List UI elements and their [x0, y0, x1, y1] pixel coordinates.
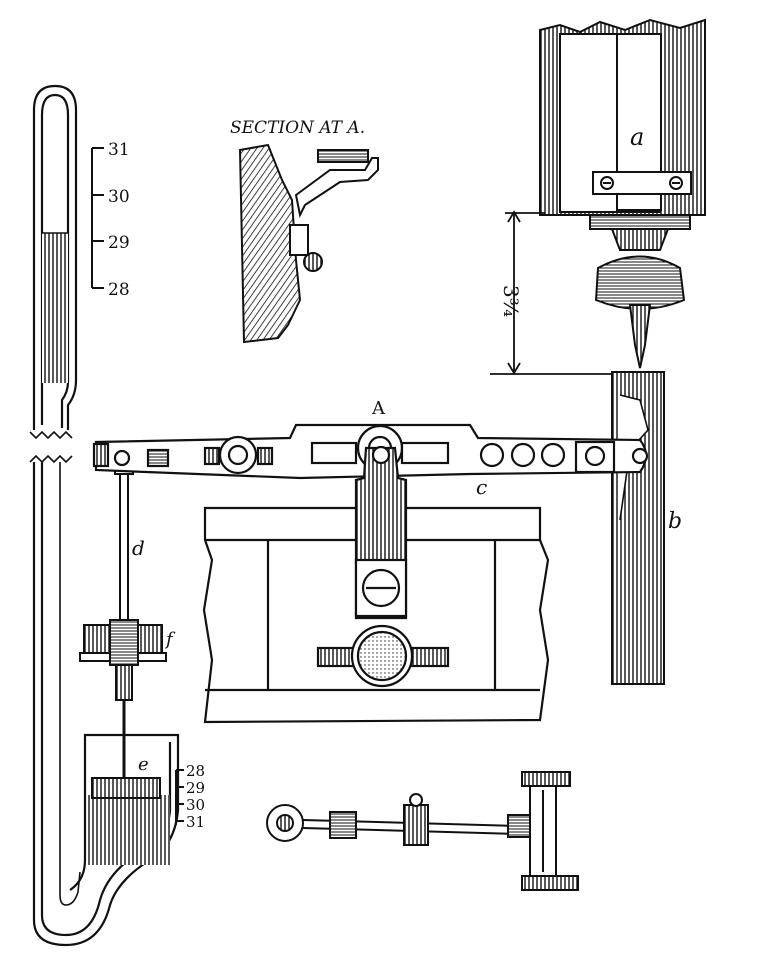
upper-scale: [91, 147, 104, 289]
casing-a: [539, 18, 706, 216]
central-column: [354, 445, 408, 620]
section-at-a: [238, 143, 379, 344]
plumb-bob: [589, 214, 691, 369]
lower-scale-30: 30: [186, 796, 205, 814]
label-b: b: [668, 509, 682, 534]
lower-scale: [175, 769, 184, 825]
upper-scale-28: 28: [108, 280, 130, 300]
plan-view: [266, 771, 579, 891]
mercury-column-upper: [42, 233, 68, 383]
label-a: a: [630, 123, 644, 151]
lower-scale-28: 28: [186, 762, 205, 780]
upper-scale-30: 30: [108, 187, 130, 207]
mercury-cistern: [88, 795, 170, 865]
float-e: [91, 690, 161, 799]
label-f: f: [164, 629, 176, 650]
post-b: [611, 371, 665, 685]
weight-f: [79, 619, 167, 666]
label-e: e: [138, 754, 149, 775]
barometer-tube: [29, 84, 180, 947]
label-d: d: [132, 536, 145, 560]
lower-scale-29: 29: [186, 779, 205, 797]
label-c: c: [476, 475, 487, 499]
lower-scale-31: 31: [186, 813, 205, 831]
label-A: A: [371, 398, 386, 419]
section-title: SECTION AT A.: [230, 118, 365, 138]
dimension-label: 3¾: [499, 285, 523, 317]
upper-scale-29: 29: [108, 233, 130, 253]
upper-scale-31: 31: [108, 140, 130, 160]
